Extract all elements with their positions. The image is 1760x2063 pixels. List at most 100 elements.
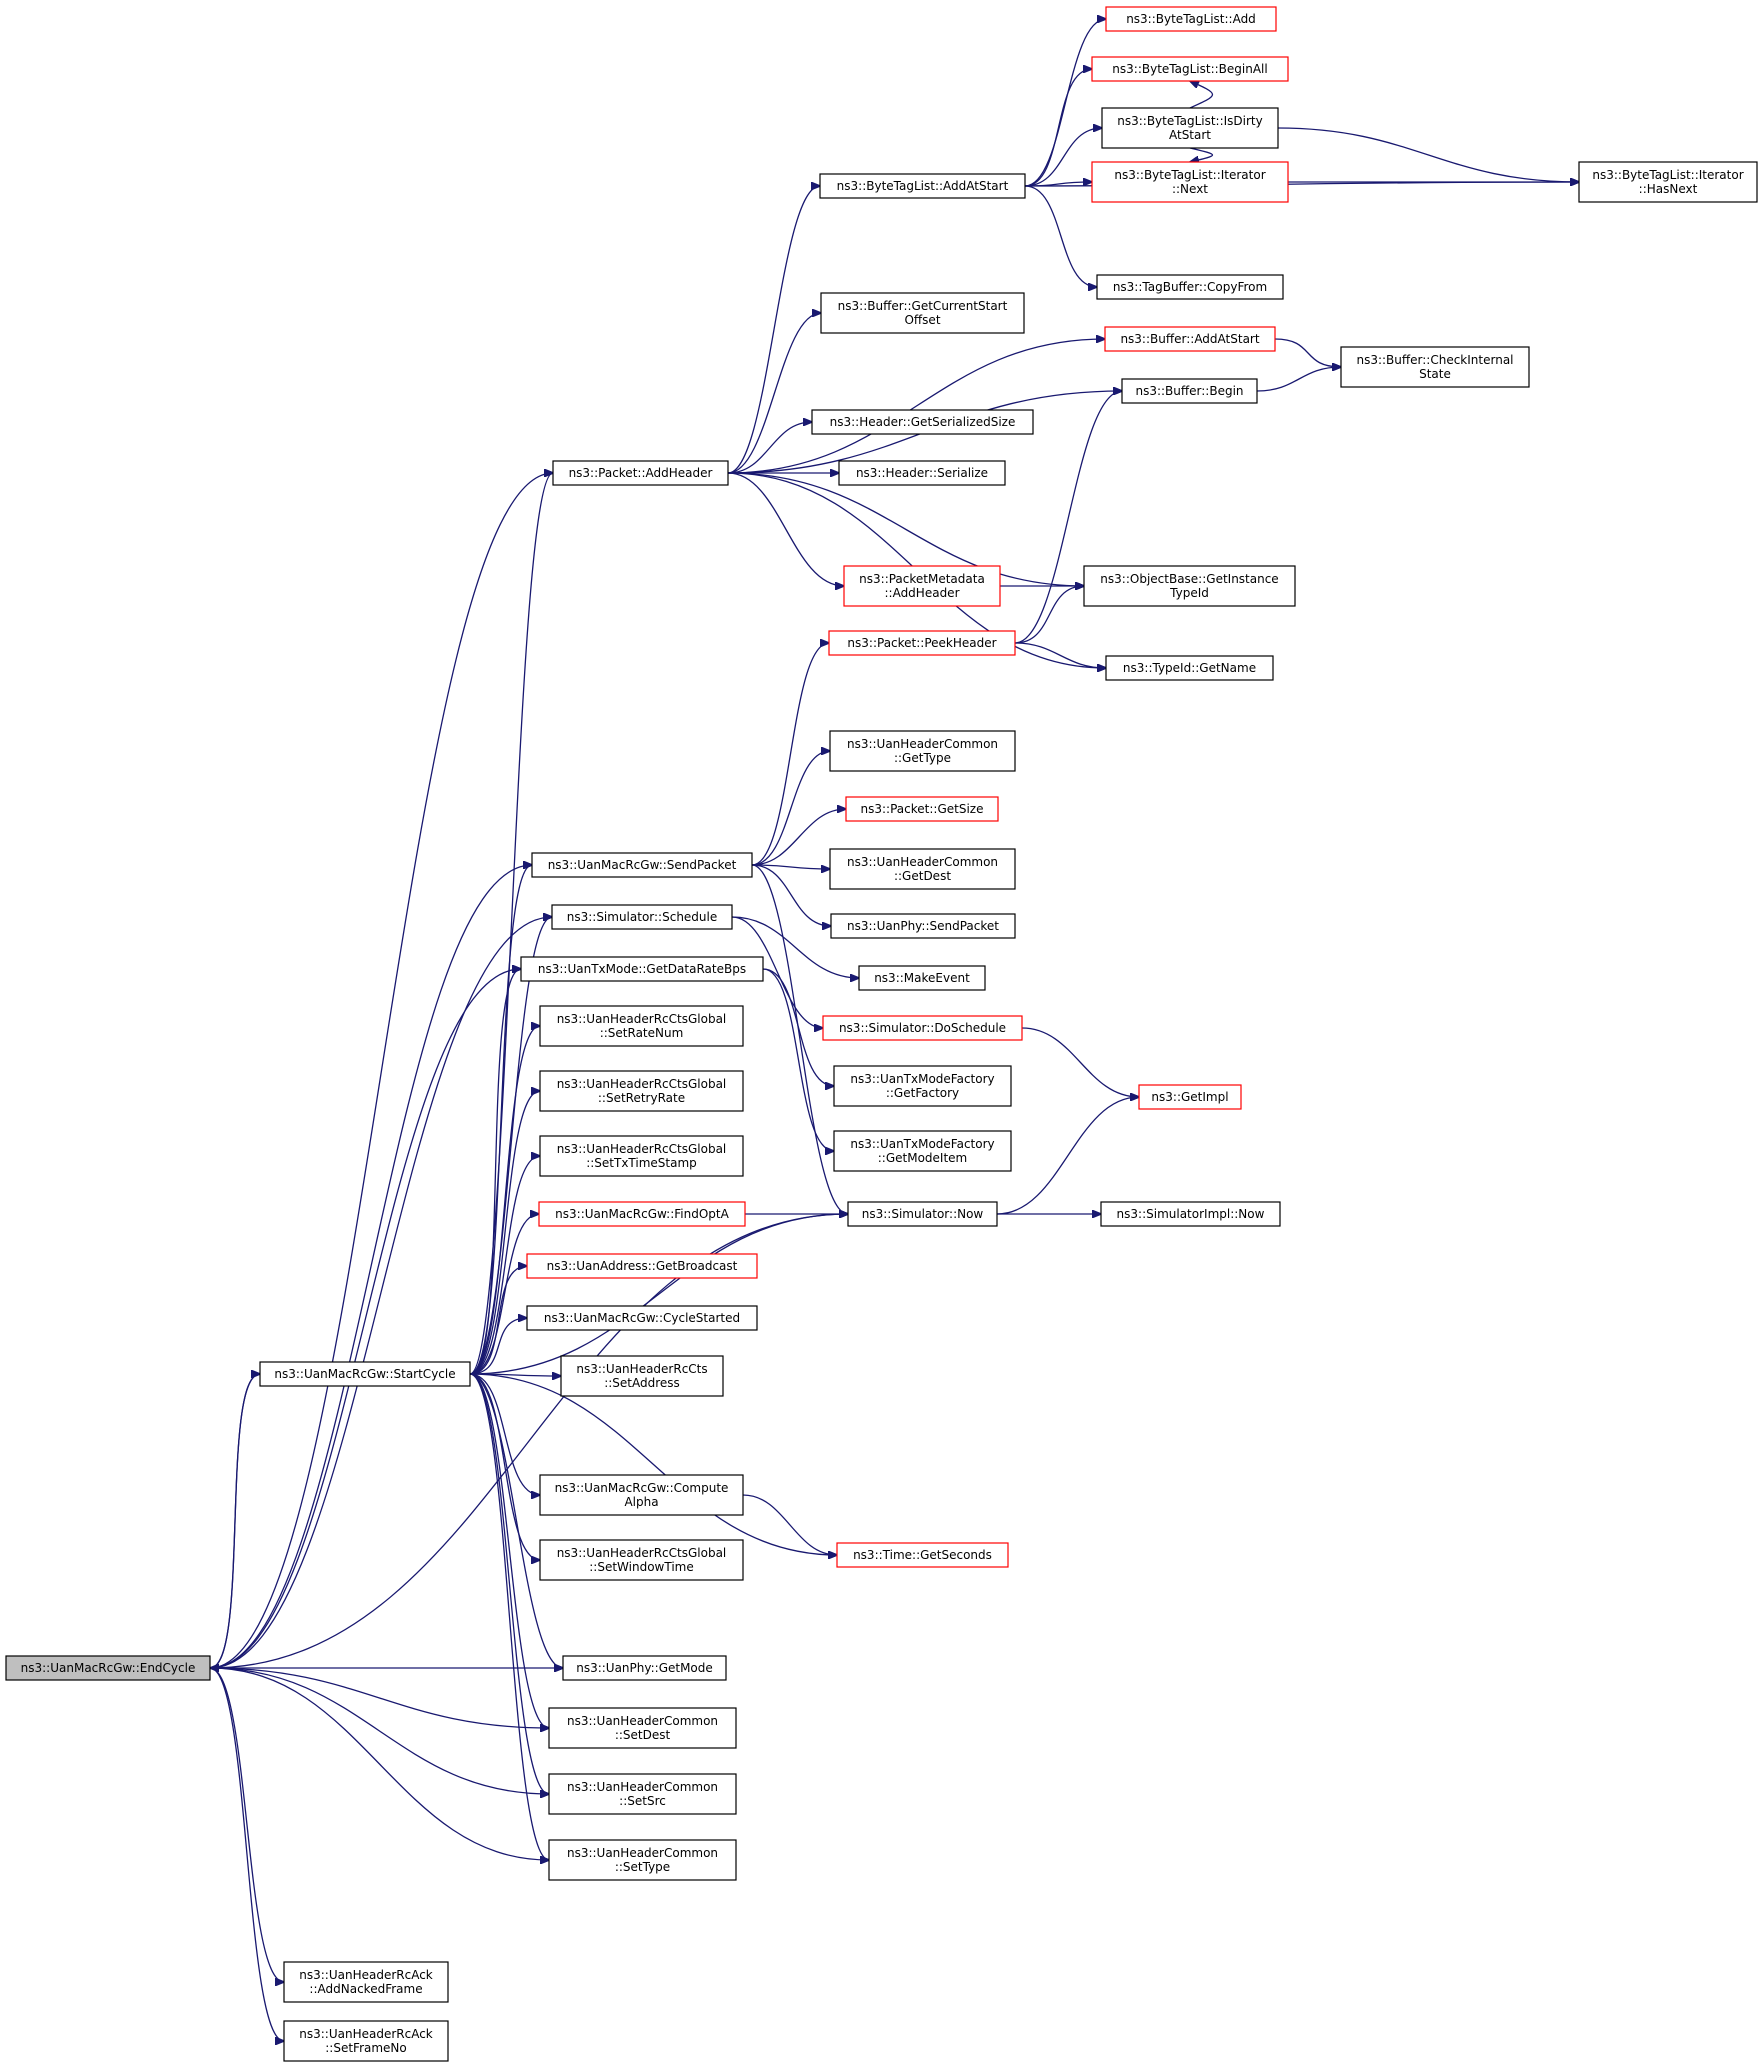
node-setwindowtime[interactable]: ns3::UanHeaderRcCtsGlobal::SetWindowTime (539, 1539, 744, 1581)
node-addheader[interactable]: ns3::Packet::AddHeader (552, 460, 729, 486)
node-getmode[interactable]: ns3::UanPhy::GetMode (562, 1655, 727, 1681)
call-edge-bytetaglist_addatstart-to-btl_beginall (1024, 69, 1092, 187)
node-label-hc_getdest-1: ::GetDest (894, 869, 951, 883)
node-label-settype-0: ns3::UanHeaderCommon (567, 1846, 718, 1860)
call-edge-getdataratebps-to-getmodeitem (762, 968, 834, 1151)
node-box-addheader (552, 460, 729, 486)
node-label-setdest-0: ns3::UanHeaderCommon (567, 1714, 718, 1728)
node-phy_sendpacket[interactable]: ns3::UanPhy::SendPacket (830, 913, 1016, 939)
node-setframeno[interactable]: ns3::UanHeaderRcAck::SetFrameNo (283, 2020, 449, 2062)
node-label-time_getseconds-0: ns3::Time::GetSeconds (853, 1548, 992, 1562)
node-box-header_serialize (838, 460, 1006, 486)
node-box-typeid_getname (1105, 655, 1274, 681)
node-buffer_addatstart[interactable]: ns3::Buffer::AddAtStart (1104, 326, 1276, 352)
node-tagbuffer_copyfrom[interactable]: ns3::TagBuffer::CopyFrom (1096, 274, 1284, 300)
call-edge-startcycle-to-setratenum (469, 1026, 540, 1375)
node-box-getdataratebps (520, 956, 764, 982)
node-setretryrate[interactable]: ns3::UanHeaderRcCtsGlobal::SetRetryRate (539, 1070, 744, 1112)
node-hc_gettype[interactable]: ns3::UanHeaderCommon::GetType (829, 730, 1016, 772)
node-sim_now[interactable]: ns3::Simulator::Now (847, 1201, 998, 1227)
node-box-settype (548, 1839, 737, 1881)
node-box-settxtimestamp (539, 1135, 744, 1177)
call-edge-sendpacket-to-sim_now (751, 864, 848, 1214)
node-label-cyclestarted-0: ns3::UanMacRcGw::CycleStarted (544, 1311, 740, 1325)
node-endcycle[interactable]: ns3::UanMacRcGw::EndCycle (5, 1655, 211, 1681)
node-time_getseconds[interactable]: ns3::Time::GetSeconds (836, 1542, 1009, 1568)
node-findopta[interactable]: ns3::UanMacRcGw::FindOptA (538, 1201, 746, 1227)
node-box-btl_it_hasnext (1578, 161, 1758, 203)
node-label-hc_getdest-0: ns3::UanHeaderCommon (847, 855, 998, 869)
node-label-btl_add-0: ns3::ByteTagList::Add (1126, 12, 1256, 26)
node-header_serialize[interactable]: ns3::Header::Serialize (838, 460, 1006, 486)
node-hc_getdest[interactable]: ns3::UanHeaderCommon::GetDest (829, 848, 1016, 890)
node-simimpl_now[interactable]: ns3::SimulatorImpl::Now (1100, 1201, 1281, 1227)
node-addnackedframe[interactable]: ns3::UanHeaderRcAck::AddNackedFrame (283, 1961, 449, 2003)
node-label-setsrc-0: ns3::UanHeaderCommon (567, 1780, 718, 1794)
node-box-cyclestarted (526, 1305, 758, 1331)
node-buffer_begin[interactable]: ns3::Buffer::Begin (1121, 378, 1258, 404)
node-getimpl[interactable]: ns3::GetImpl (1138, 1084, 1242, 1110)
call-edge-startcycle-to-getmode (469, 1373, 563, 1668)
call-edge-startcycle-to-setdest (469, 1373, 549, 1728)
call-edge-peekheader-to-getinstancetypeid (1014, 586, 1084, 644)
call-edge-computealpha-to-time_getseconds (742, 1494, 837, 1555)
node-label-setretryrate-1: ::SetRetryRate (598, 1091, 685, 1105)
node-btl_it_next[interactable]: ns3::ByteTagList::Iterator::Next (1091, 161, 1289, 203)
node-getmodeitem[interactable]: ns3::UanTxModeFactory::GetModeItem (833, 1130, 1012, 1172)
node-label-getserializedsize-0: ns3::Header::GetSerializedSize (830, 415, 1016, 429)
call-edge-startcycle-to-schedule (469, 917, 552, 1375)
node-box-btl_it_next (1091, 161, 1289, 203)
node-box-sim_now (847, 1201, 998, 1227)
node-label-header_serialize-0: ns3::Header::Serialize (856, 466, 988, 480)
node-label-getmodeitem-0: ns3::UanTxModeFactory (850, 1137, 994, 1151)
node-label-addnackedframe-0: ns3::UanHeaderRcAck (299, 1968, 433, 1982)
node-label-setratenum-1: ::SetRateNum (600, 1026, 684, 1040)
node-makeevent[interactable]: ns3::MakeEvent (858, 965, 986, 991)
node-getfactory[interactable]: ns3::UanTxModeFactory::GetFactory (833, 1065, 1012, 1107)
node-peekheader[interactable]: ns3::Packet::PeekHeader (828, 630, 1016, 656)
node-box-getbroadcast (526, 1253, 758, 1279)
node-box-packet_getsize (845, 796, 999, 822)
node-setratenum[interactable]: ns3::UanHeaderRcCtsGlobal::SetRateNum (539, 1005, 744, 1047)
node-cyclestarted[interactable]: ns3::UanMacRcGw::CycleStarted (526, 1305, 758, 1331)
node-box-getmodeitem (833, 1130, 1012, 1172)
node-label-setframeno-1: ::SetFrameNo (325, 2041, 407, 2055)
node-pm_addheader[interactable]: ns3::PacketMetadata::AddHeader (843, 565, 1001, 607)
node-sendpacket[interactable]: ns3::UanMacRcGw::SendPacket (531, 852, 753, 878)
node-getserializedsize[interactable]: ns3::Header::GetSerializedSize (811, 409, 1034, 435)
node-settype[interactable]: ns3::UanHeaderCommon::SetType (548, 1839, 737, 1881)
node-label-getfactory-1: ::GetFactory (886, 1086, 959, 1100)
node-label-setwindowtime-0: ns3::UanHeaderRcCtsGlobal (557, 1546, 727, 1560)
node-btl_add[interactable]: ns3::ByteTagList::Add (1105, 6, 1277, 32)
node-schedule[interactable]: ns3::Simulator::Schedule (551, 904, 733, 930)
node-setdest[interactable]: ns3::UanHeaderCommon::SetDest (548, 1707, 737, 1749)
call-edge-startcycle-to-getdataratebps (469, 969, 521, 1375)
node-doschedule[interactable]: ns3::Simulator::DoSchedule (822, 1015, 1023, 1041)
node-label-doschedule-0: ns3::Simulator::DoSchedule (839, 1021, 1006, 1035)
node-setsrc[interactable]: ns3::UanHeaderCommon::SetSrc (548, 1773, 737, 1815)
node-typeid_getname[interactable]: ns3::TypeId::GetName (1105, 655, 1274, 681)
node-getbroadcast[interactable]: ns3::UanAddress::GetBroadcast (526, 1253, 758, 1279)
node-startcycle[interactable]: ns3::UanMacRcGw::StartCycle (259, 1361, 471, 1387)
node-label-buffer_checkinternal-1: State (1419, 367, 1451, 381)
node-label-buffer_checkinternal-0: ns3::Buffer::CheckInternal (1356, 353, 1513, 367)
node-box-hc_gettype (829, 730, 1016, 772)
call-edge-startcycle-to-findopta (469, 1214, 539, 1375)
node-label-getfactory-0: ns3::UanTxModeFactory (850, 1072, 994, 1086)
node-packet_getsize[interactable]: ns3::Packet::GetSize (845, 796, 999, 822)
node-setaddress[interactable]: ns3::UanHeaderRcCts::SetAddress (560, 1355, 724, 1397)
node-btl_it_hasnext[interactable]: ns3::ByteTagList::Iterator::HasNext (1578, 161, 1758, 203)
node-label-getmodeitem-1: ::GetModeItem (878, 1151, 967, 1165)
node-label-btl_it_hasnext-0: ns3::ByteTagList::Iterator (1592, 168, 1743, 182)
node-btl_beginall[interactable]: ns3::ByteTagList::BeginAll (1091, 56, 1289, 82)
node-getdataratebps[interactable]: ns3::UanTxMode::GetDataRateBps (520, 956, 764, 982)
node-bytetaglist_addatstart[interactable]: ns3::ByteTagList::AddAtStart (819, 173, 1026, 199)
node-settxtimestamp[interactable]: ns3::UanHeaderRcCtsGlobal::SetTxTimeStam… (539, 1135, 744, 1177)
call-edge-btl_isdirty-to-btl_it_hasnext (1277, 127, 1579, 182)
node-label-bytetaglist_addatstart-0: ns3::ByteTagList::AddAtStart (837, 179, 1009, 193)
